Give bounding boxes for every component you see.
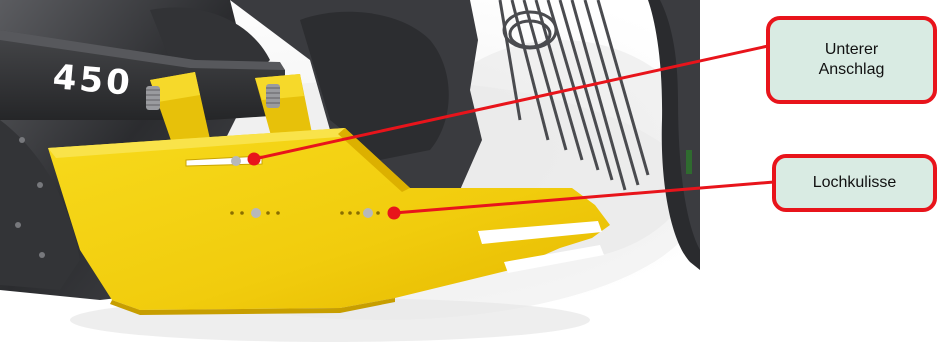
- callout-hole-slot-label: Lochkulisse: [813, 173, 897, 193]
- anchor-dot-upper-stop: [248, 153, 261, 166]
- callout-lower-stop: Unterer Anschlag: [766, 16, 937, 104]
- model-badge: 450: [51, 57, 134, 104]
- callout-lower-stop-label: Unterer Anschlag: [819, 40, 885, 80]
- anchor-dot-hole-slot: [388, 207, 401, 220]
- callout-hole-slot: Lochkulisse: [772, 154, 937, 212]
